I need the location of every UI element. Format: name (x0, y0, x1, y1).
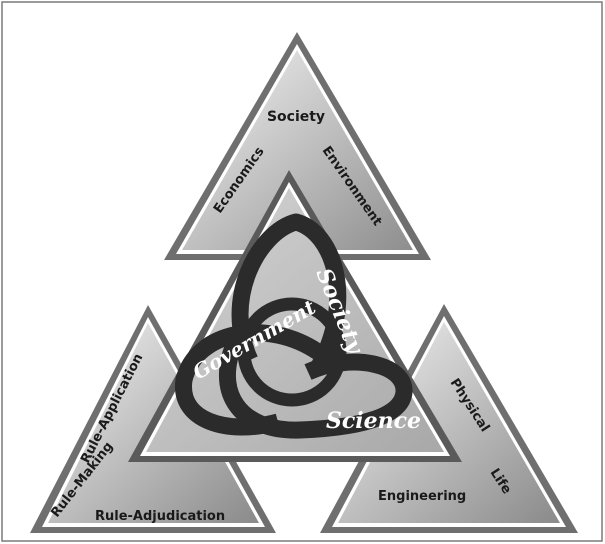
center-label-science: Science (326, 408, 421, 434)
top-triangle (164, 32, 431, 260)
top-label-society: Society (267, 109, 325, 125)
right-triangle (320, 304, 578, 533)
right-label-engineering: Engineering (378, 489, 466, 504)
triquetra-knot-icon (175, 213, 413, 439)
left-label-rule-adjudication: Rule-Adjudication (95, 509, 225, 524)
